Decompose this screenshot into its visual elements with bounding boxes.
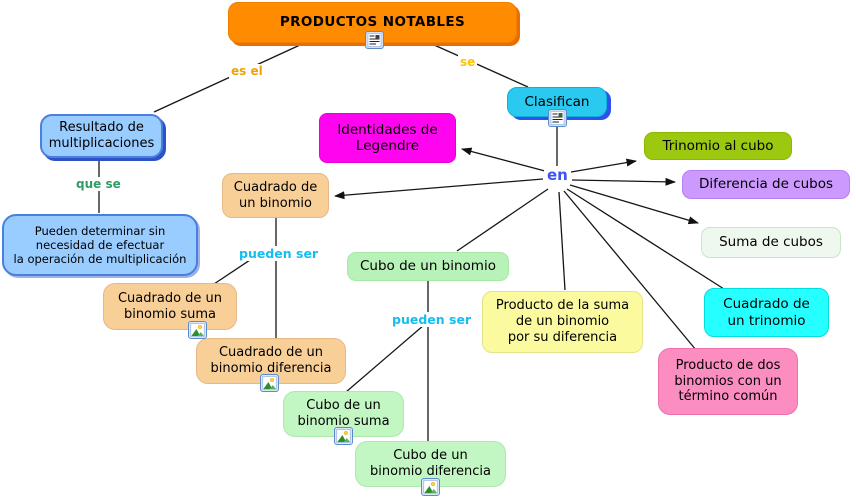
link-label-pueden-ser-left[interactable]: pueden ser [237,246,321,261]
concept-pueden-determinar[interactable]: Pueden determinar sin necesidad de efect… [2,214,198,276]
concept-cubo-de-un-binomio[interactable]: Cubo de un binomio [347,252,509,281]
concept-producto-dos-binomios-termino-comun[interactable]: Producto de dos binomios con un término … [658,348,798,415]
edge-en-cuadradotrinomio [566,188,725,290]
image-resource-icon[interactable] [421,478,440,496]
concept-identidades-de-legendre[interactable]: Identidades de Legendre [319,113,456,163]
concept-producto-suma-por-diferencia[interactable]: Producto de la suma de un binomio por su… [482,291,643,353]
concept-diferencia-de-cubos[interactable]: Diferencia de cubos [682,170,850,199]
edge-en-identidades [461,147,546,172]
concept-suma-de-cubos[interactable]: Suma de cubos [701,227,841,258]
concept-cubo-binomio-diferencia[interactable]: Cubo de un binomio diferencia [355,441,506,487]
edge-en-trinomio [570,158,637,173]
concept-trinomio-al-cubo[interactable]: Trinomio al cubo [644,132,792,160]
image-resource-icon[interactable] [188,321,207,339]
document-resource-icon[interactable] [365,31,384,49]
concept-cuadrado-binomio-suma[interactable]: Cuadrado de un binomio suma [103,283,237,330]
edge-en-diferenciacubos [571,177,676,186]
edge-en-productosuma [558,191,566,291]
edge-en-productodos [563,190,702,357]
concept-cuadrado-de-un-trinomio[interactable]: Cuadrado de un trinomio [704,288,829,337]
concept-resultado-de-multiplicaciones[interactable]: Resultado de multiplicaciones [40,114,163,158]
link-label-en[interactable]: en [544,166,571,184]
image-resource-icon[interactable] [260,374,279,392]
concept-cuadrado-de-un-binomio[interactable]: Cuadrado de un binomio [222,173,329,218]
edge-root-resultado [153,44,301,113]
link-label-se[interactable]: se [458,55,478,69]
edge-cubobinomio-suma [345,324,425,393]
edge-en-sumacubos [569,184,699,225]
document-resource-icon[interactable] [548,109,567,127]
link-label-que-se[interactable]: que se [74,177,123,191]
edge-root-clasifican [431,43,529,88]
link-label-es-el[interactable]: es el [229,64,265,78]
image-resource-icon[interactable] [334,427,353,445]
edge-en-cuadradobinomio [334,178,544,200]
link-label-pueden-ser-right[interactable]: pueden ser [390,312,474,327]
edge-en-cubobinomio [456,188,549,252]
